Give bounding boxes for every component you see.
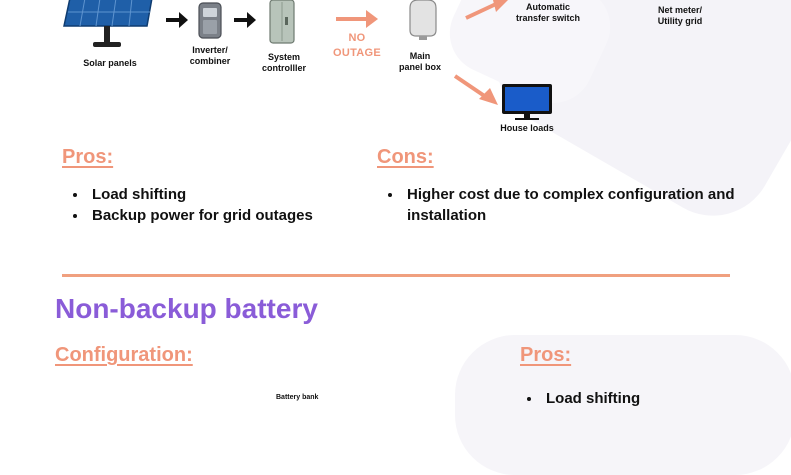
no-outage-label: NO OUTAGE xyxy=(332,32,382,59)
tv-icon xyxy=(502,84,552,120)
list-item: Higher cost due to complex configuration… xyxy=(403,184,743,226)
arrow-icon xyxy=(453,74,488,99)
section-divider xyxy=(62,274,730,277)
section-title: Non-backup battery xyxy=(55,293,318,324)
arrow-icon xyxy=(336,10,378,28)
cons-list: Higher cost due to complex configuration… xyxy=(383,184,743,226)
list-item: Load shifting xyxy=(88,184,378,205)
house-loads-label: House loads xyxy=(500,123,554,133)
controller-icon xyxy=(269,0,295,44)
ats-label: Automatic transfer switch xyxy=(515,2,581,23)
panel-box-label: Main panel box xyxy=(398,51,441,72)
arrowhead-icon xyxy=(479,88,498,105)
pros-list-2: Load shifting xyxy=(522,388,742,409)
controller-label: System controlller xyxy=(261,52,306,73)
cons-heading: Cons: xyxy=(377,146,434,168)
arrowhead-icon xyxy=(493,0,508,12)
solar-panel-icon xyxy=(63,0,153,47)
arrow-icon xyxy=(465,2,497,20)
list-item: Backup power for grid outages xyxy=(88,205,378,226)
inverter-icon xyxy=(198,2,222,39)
battery-bank-label: Battery bank xyxy=(276,394,319,401)
solar-panels-label: Solar panels xyxy=(83,58,137,68)
pros-heading: Pros: xyxy=(62,146,114,168)
diagram-graphics xyxy=(63,0,552,120)
list-item: Load shifting xyxy=(542,388,742,409)
pros-heading-2: Pros: xyxy=(520,344,572,366)
panel-box-icon xyxy=(409,0,437,40)
net-meter-label: Net meter/ Utility grid xyxy=(657,5,703,26)
configuration-heading: Configuration: xyxy=(55,344,193,366)
inverter-label: Inverter/ combiner xyxy=(189,45,231,66)
backup-battery-diagram: Solar panels Inverter/ combiner System c… xyxy=(0,0,791,140)
arrow-icon xyxy=(234,12,256,28)
arrow-icon xyxy=(166,12,188,28)
pros-list: Load shifting Backup power for grid outa… xyxy=(68,184,378,226)
